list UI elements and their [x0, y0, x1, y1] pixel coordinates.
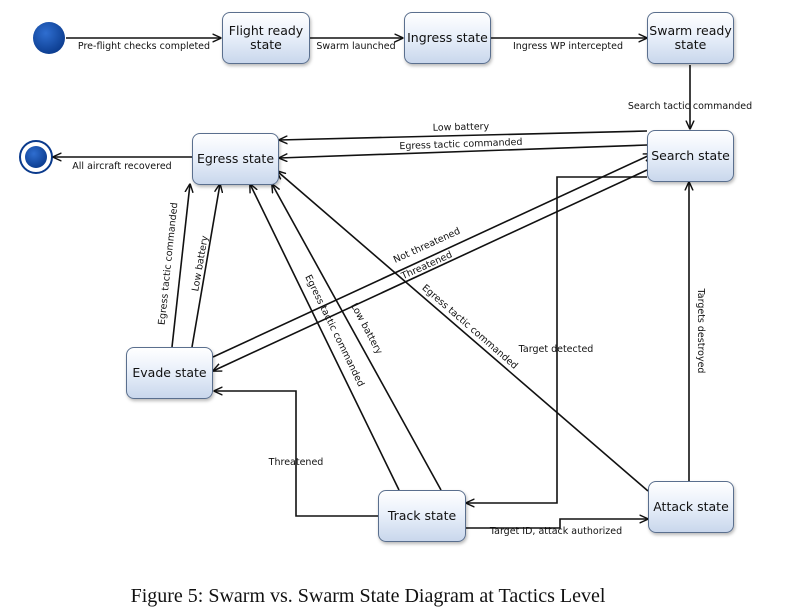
- transition-egress-tactic-attack: [277, 171, 649, 492]
- transition-low-battery-evade: [191, 184, 220, 348]
- label-threatened-track: Threatened: [268, 457, 324, 468]
- label-target-detected: Target detected: [518, 344, 594, 355]
- state-evade: Evade state: [126, 347, 213, 399]
- state-track: Track state: [378, 490, 466, 542]
- state-attack: Attack state: [648, 481, 734, 533]
- transition-not-threatened: [212, 154, 652, 358]
- transition-target-id: [466, 519, 648, 529]
- label-low-battery-evade: Low battery: [190, 234, 211, 292]
- state-swarm-ready: Swarm ready state: [647, 12, 734, 64]
- transition-egress-tactic-track: [250, 184, 400, 491]
- label-low-battery-search: Low battery: [433, 121, 490, 133]
- transition-egress-tactic-evade: [171, 184, 190, 348]
- state-flight-ready: Flight ready state: [222, 12, 310, 64]
- label-egress-tactic-attack: Egress tactic commanded: [420, 283, 520, 372]
- state-search: Search state: [647, 130, 734, 182]
- transition-low-battery-search: [279, 130, 648, 140]
- transition-threatened-track: [214, 391, 378, 517]
- label-targets-destroyed: Targets destroyed: [695, 288, 706, 374]
- label-target-id: Target ID, attack authorized: [489, 526, 622, 537]
- label-search-tactic: Search tactic commanded: [628, 101, 752, 112]
- final-node: [19, 140, 53, 174]
- initial-node: [33, 22, 65, 54]
- label-ingress-wp: Ingress WP intercepted: [513, 41, 623, 52]
- transition-target-detected: [466, 176, 647, 503]
- label-swarm-launched: Swarm launched: [316, 41, 395, 52]
- label-preflight: Pre-flight checks completed: [78, 41, 210, 52]
- transition-egress-tactic-search: [279, 144, 648, 158]
- label-low-battery-track: Low battery: [348, 301, 384, 356]
- transition-threatened-search: [213, 169, 648, 371]
- label-all-recovered: All aircraft recovered: [72, 161, 171, 172]
- state-ingress: Ingress state: [404, 12, 491, 64]
- transition-low-battery-track: [272, 184, 442, 491]
- label-egress-tactic-search: Egress tactic commanded: [399, 137, 522, 152]
- figure-caption: Figure 5: Swarm vs. Swarm State Diagram …: [130, 585, 606, 607]
- state-diagram: Pre-flight checks completed Swarm launch…: [19, 22, 752, 537]
- state-egress: Egress state: [192, 133, 279, 185]
